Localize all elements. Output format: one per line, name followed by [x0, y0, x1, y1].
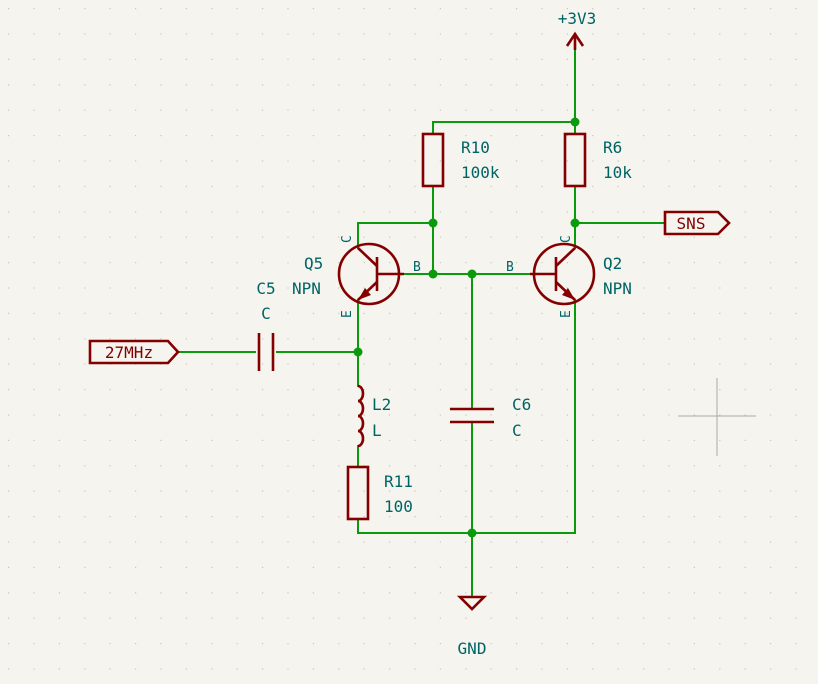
ground-symbol[interactable]: GND [456, 595, 488, 658]
output-label-text: SNS [677, 214, 706, 233]
r11-value: 100 [384, 497, 413, 516]
c6-value: C [512, 421, 522, 440]
r10-ref: R10 [461, 138, 490, 157]
q2-pin-emitter: E [559, 310, 574, 318]
transistor-q5[interactable]: Q5 NPN B C E [292, 235, 421, 318]
q5-pin-emitter: E [340, 310, 355, 318]
inductor-coil-icon [357, 384, 365, 448]
r6-ref: R6 [603, 138, 622, 157]
ground-label: GND [458, 639, 487, 658]
resistor-r6[interactable]: R6 10k [563, 132, 632, 188]
grid-dots [8, 8, 797, 670]
junctions [353, 117, 580, 538]
hierarchical-label-shape [663, 210, 731, 236]
power-vcc-label: +3V3 [558, 9, 597, 28]
resistor-icon [563, 132, 587, 188]
junction-q5-collector [428, 218, 438, 228]
input-label-text: 27MHz [105, 343, 153, 362]
resistor-r11[interactable]: R11 100 [346, 465, 413, 521]
crosshair-cursor-icon [678, 378, 756, 456]
power-vcc-symbol[interactable]: +3V3 [558, 9, 597, 50]
junction-c6-top [467, 269, 477, 279]
q2-value: NPN [603, 279, 632, 298]
junction-emitter [353, 347, 363, 357]
junction-vcc [570, 117, 580, 127]
inductor-l2[interactable]: L2 L [357, 384, 391, 448]
emitter-arrow-icon [562, 288, 575, 300]
transistor-q2[interactable]: Q2 NPN B C E [506, 235, 632, 318]
c5-ref: C5 [256, 279, 275, 298]
hierarchical-label-shape [88, 339, 180, 365]
q2-pin-collector: C [559, 235, 574, 243]
l2-ref: L2 [372, 395, 391, 414]
input-label-27mhz[interactable]: 27MHz [88, 339, 180, 365]
junction-q5-base [428, 269, 438, 279]
resistor-r10[interactable]: R10 100k [421, 132, 500, 188]
r11-ref: R11 [384, 472, 413, 491]
output-label-sns[interactable]: SNS [663, 210, 731, 236]
resistor-icon [346, 465, 370, 521]
wires [177, 49, 666, 598]
emitter-arrow-icon [358, 288, 371, 300]
c5-value: C [261, 304, 271, 323]
junction-sns [570, 218, 580, 228]
q5-ref: Q5 [304, 254, 323, 273]
ground-icon [456, 595, 488, 611]
q2-pin-base: B [506, 260, 514, 275]
c6-ref: C6 [512, 395, 531, 414]
r10-value: 100k [461, 163, 500, 182]
q5-pin-collector: C [340, 235, 355, 243]
q2-ref: Q2 [603, 254, 622, 273]
capacitor-c6[interactable]: C6 C [450, 395, 531, 440]
capacitor-c5[interactable]: C5 C [256, 279, 276, 371]
l2-value: L [372, 421, 382, 440]
q5-value: NPN [292, 279, 321, 298]
r6-value: 10k [603, 163, 632, 182]
q5-pin-base: B [413, 260, 421, 275]
resistor-icon [421, 132, 445, 188]
junction-gnd [467, 528, 477, 538]
